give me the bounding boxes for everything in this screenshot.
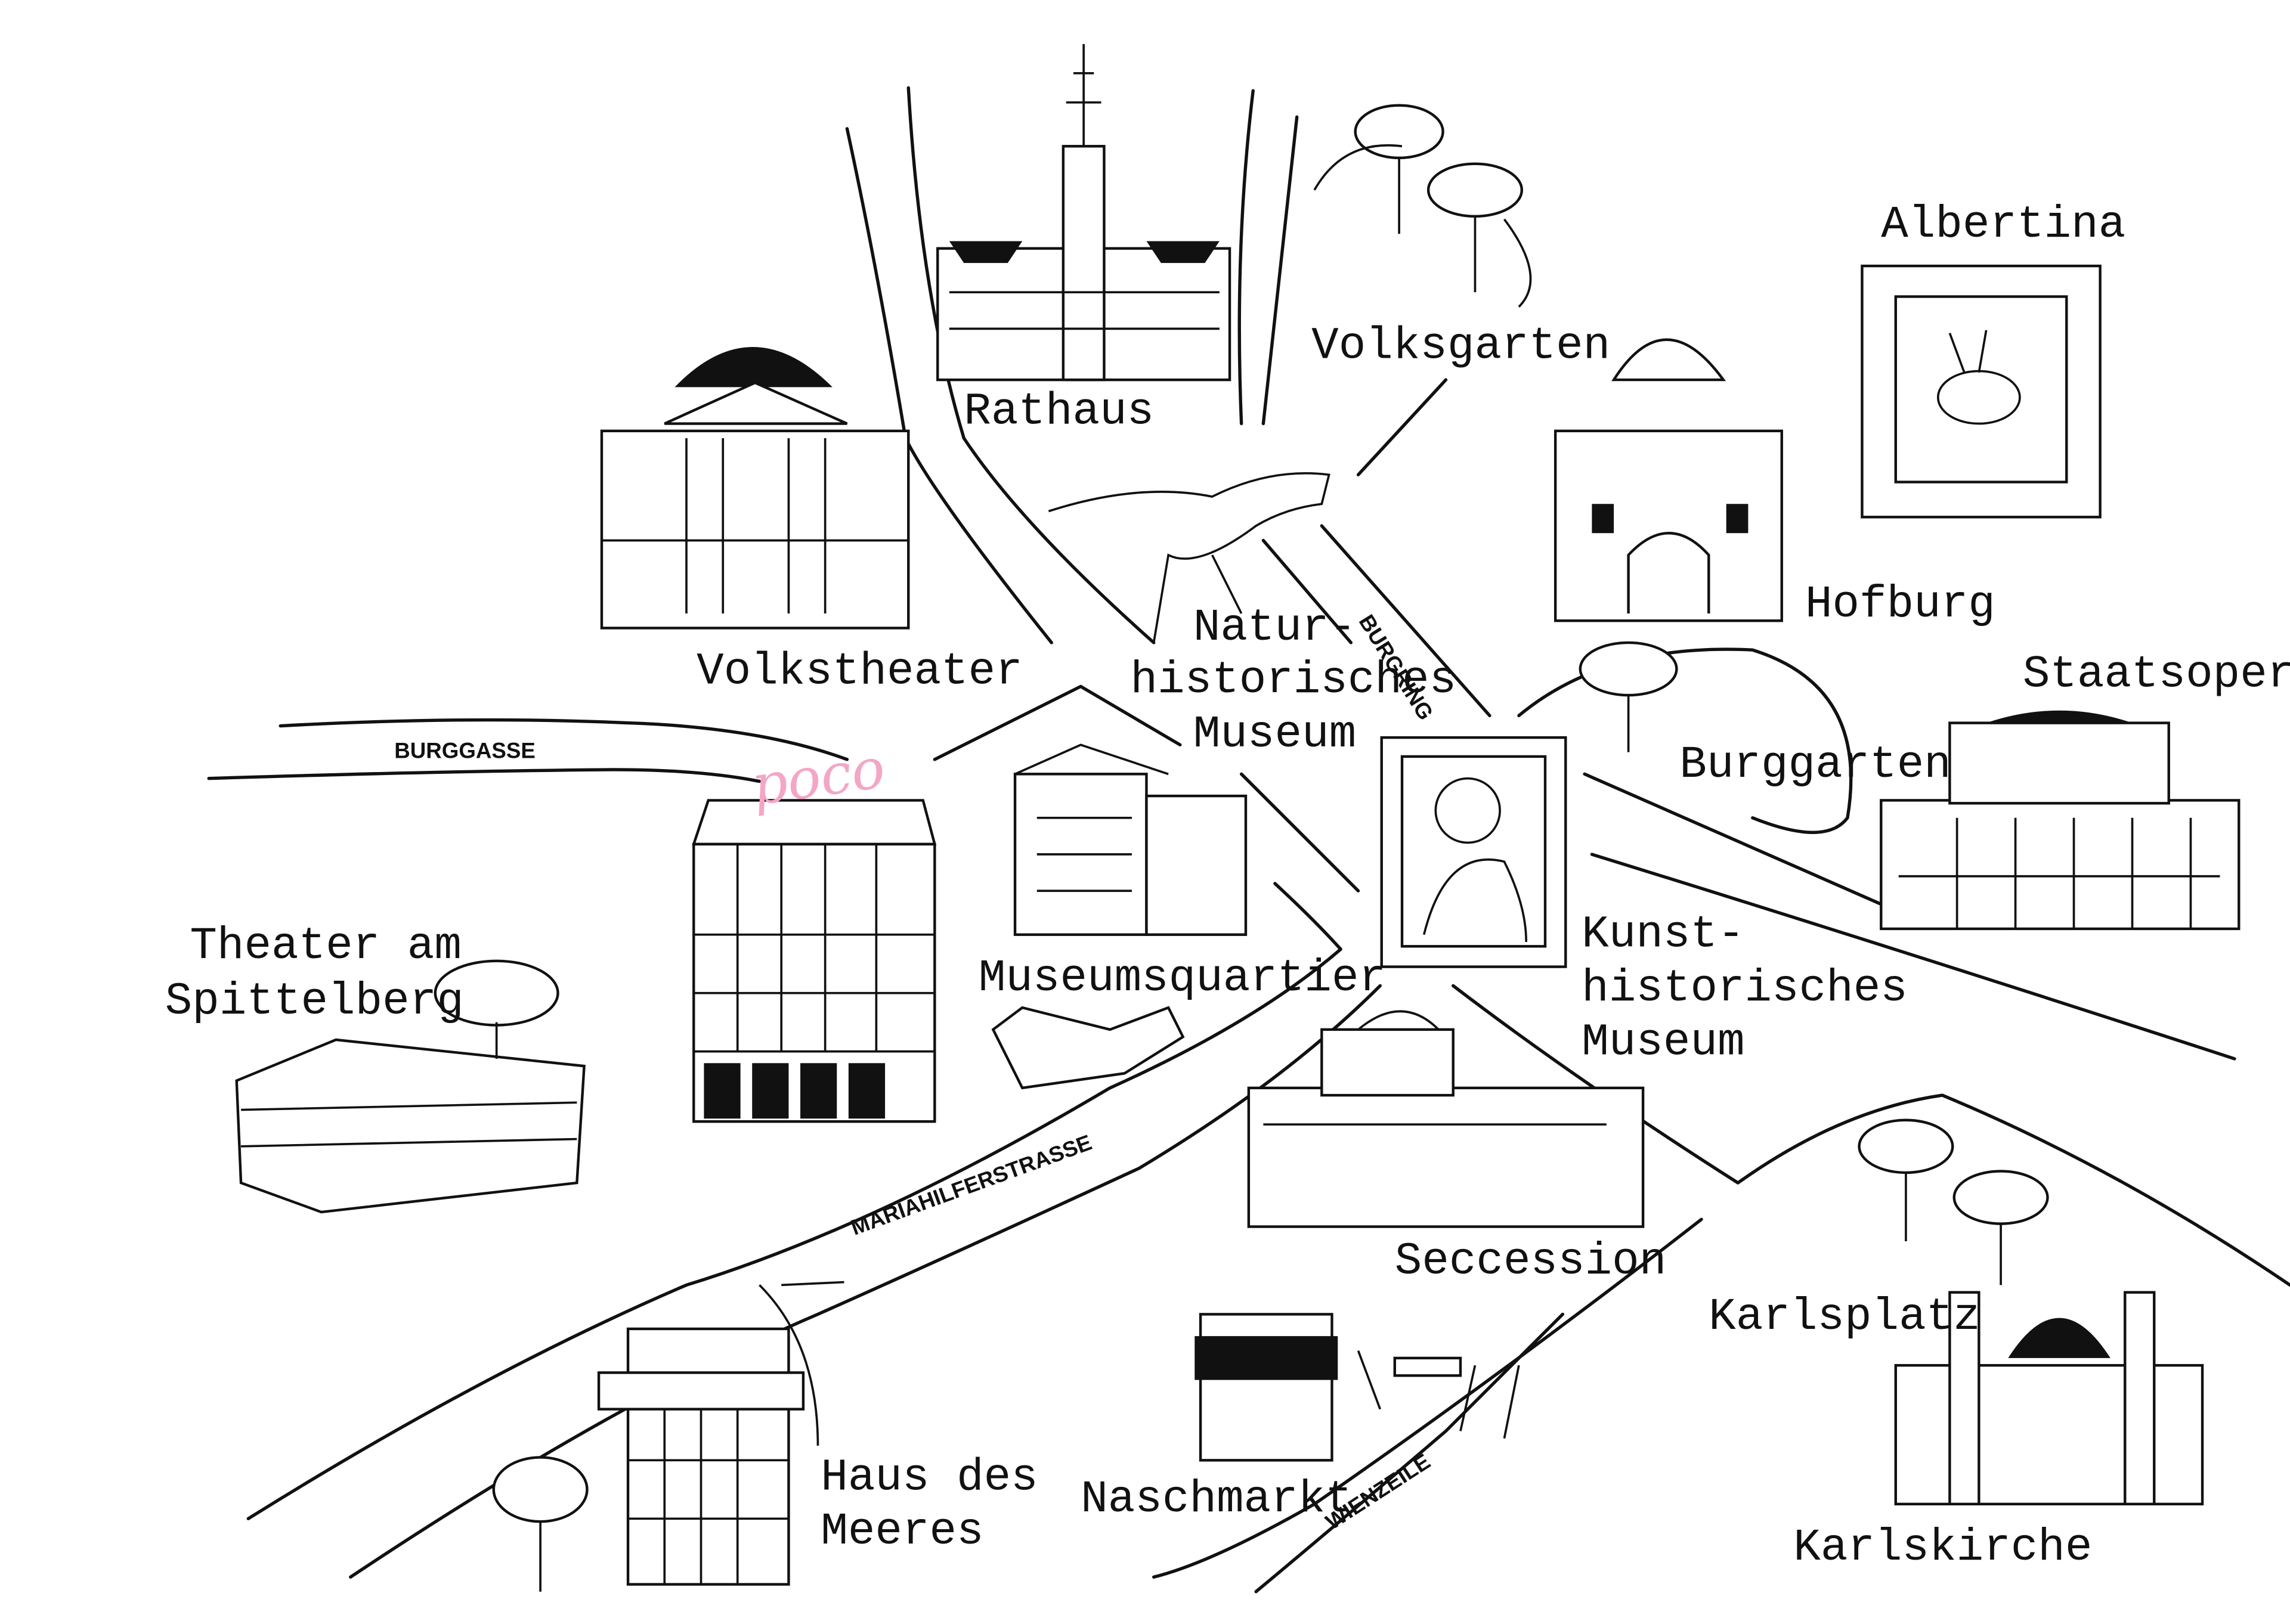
label-naschmarkt[interactable]: Naschmarkt <box>1081 1474 1353 1525</box>
road-burggasse <box>207 768 762 783</box>
haus-des-meeres-illustration <box>492 1281 844 1592</box>
road-burgring <box>1320 524 1491 718</box>
label-burggarten[interactable]: Burggarten <box>1679 739 1951 791</box>
label-khm-1[interactable]: Kunst- <box>1582 909 1744 960</box>
label-spittelberg-1[interactable]: Theater am <box>190 921 462 972</box>
road <box>246 882 1342 1520</box>
label-volkstheater[interactable]: Volkstheater <box>697 646 1023 697</box>
road <box>933 684 1182 761</box>
museumsquartier-illustration <box>991 743 1248 1090</box>
label-haus-des-meeres-2[interactable]: Meeres <box>821 1506 983 1557</box>
label-hofburg[interactable]: Hofburg <box>1805 579 1995 630</box>
label-staatsoper[interactable]: Staatsoper <box>2023 649 2290 700</box>
road <box>1239 772 1360 892</box>
label-secession[interactable]: Seccession <box>1395 1236 1667 1287</box>
street-label-mariahilferstrasse: MARIAHILFERSTRASSE <box>847 1130 1095 1239</box>
road <box>1452 984 2290 1287</box>
khm-painting <box>1380 736 1567 968</box>
rathaus-illustration <box>936 44 1231 382</box>
road-burgring <box>1261 538 1353 644</box>
road-burggasse <box>278 718 849 761</box>
road-wienzeile <box>1254 1312 1565 1594</box>
dinosaur-illustration <box>1048 472 1330 643</box>
road <box>1356 378 1448 476</box>
road <box>1261 115 1299 426</box>
label-rathaus[interactable]: Rathaus <box>964 386 1154 438</box>
label-nhm-3[interactable]: Museum <box>1193 709 1356 760</box>
albertina-frame <box>1861 264 2102 519</box>
label-spittelberg-2[interactable]: Spittelberg <box>165 976 464 1027</box>
label-volksgarten[interactable]: Volksgarten <box>1311 320 1610 371</box>
label-karlskirche[interactable]: Karlskirche <box>1793 1522 2092 1573</box>
label-albertina[interactable]: Albertina <box>1881 199 2125 250</box>
burggarten-trees <box>1579 641 1678 752</box>
street-label-burggasse: BURGGASSE <box>394 738 536 763</box>
secession-illustration <box>1247 1010 1645 1228</box>
spittelberg-illustration <box>235 959 586 1214</box>
streets <box>207 86 2290 1594</box>
road <box>906 86 1156 644</box>
hofburg-illustration <box>1554 338 1783 622</box>
naschmarkt-illustration <box>1194 1313 1520 1462</box>
label-nhm-2[interactable]: historisches <box>1131 655 1457 706</box>
road <box>1237 89 1255 426</box>
staatsoper-illustration <box>1880 710 2241 931</box>
road <box>1590 853 2236 1061</box>
label-karlsplatz[interactable]: Karlsplatz <box>1709 1291 1980 1343</box>
road <box>1583 772 1886 907</box>
label-haus-des-meeres-1[interactable]: Haus des <box>821 1452 1038 1503</box>
road <box>1152 1217 1703 1579</box>
poco-hotel-illustration: poco <box>692 736 937 1123</box>
volksgarten-trees <box>1313 104 1532 308</box>
karlskirche-illustration <box>1858 1118 2204 1506</box>
volkstheater-illustration <box>600 347 910 630</box>
landmark-labels: Rathaus Volksgarten Albertina Volkstheat… <box>165 199 2290 1573</box>
label-museumsquartier[interactable]: Museumsquartier <box>979 953 1386 1004</box>
label-nhm-1[interactable]: Natur- <box>1193 602 1356 653</box>
label-khm-3[interactable]: Museum <box>1582 1017 1744 1068</box>
label-khm-2[interactable]: historisches <box>1582 963 1908 1014</box>
